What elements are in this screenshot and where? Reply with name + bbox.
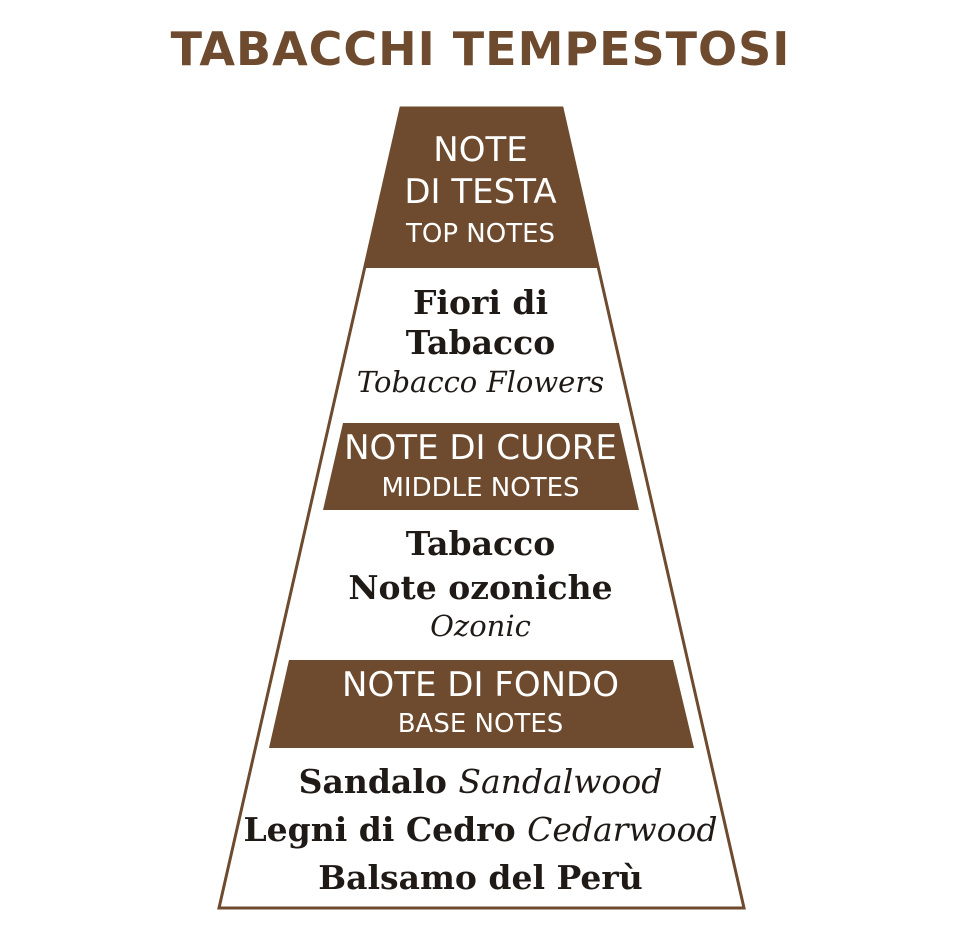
base-ingredient-2-en: Cedarwood bbox=[527, 810, 718, 849]
base-ingredient-1: Sandalo Sandalwood bbox=[0, 765, 961, 798]
base-ingredient-1-en: Sandalwood bbox=[458, 762, 663, 801]
base-notes-header: NOTE DI FONDO bbox=[342, 665, 619, 705]
top-ingredient-en: Tobacco Flowers bbox=[356, 365, 605, 399]
base-ingredient-1-it: Sandalo bbox=[298, 762, 447, 801]
base-notes-header-en: BASE NOTES bbox=[397, 709, 564, 739]
middle-notes-header: NOTE DI CUORE bbox=[344, 428, 617, 468]
base-ingredient-3: Balsamo del Perù bbox=[318, 858, 643, 897]
base-notes-band bbox=[269, 660, 694, 748]
base-ingredient-2: Legni di Cedro Cedarwood bbox=[0, 813, 961, 846]
top-notes-header-en: TOP NOTES bbox=[405, 219, 556, 249]
pyramid-title: TABACCHI TEMPESTOSI bbox=[170, 22, 791, 76]
middle-ingredient-1: Tabacco bbox=[405, 524, 556, 563]
top-notes-header-line2: DI TESTA bbox=[404, 172, 557, 212]
top-ingredient-line2: Tabacco bbox=[405, 323, 556, 362]
middle-ingredient-en: Ozonic bbox=[430, 609, 531, 643]
top-notes-header-line1: NOTE bbox=[433, 130, 528, 170]
base-ingredient-2-it: Legni di Cedro bbox=[243, 810, 516, 849]
middle-notes-header-en: MIDDLE NOTES bbox=[381, 473, 580, 503]
middle-notes-band bbox=[323, 423, 639, 510]
top-notes-band bbox=[365, 108, 598, 268]
middle-ingredient-2: Note ozoniche bbox=[348, 568, 613, 607]
top-ingredient-line1: Fiori di bbox=[413, 283, 548, 322]
